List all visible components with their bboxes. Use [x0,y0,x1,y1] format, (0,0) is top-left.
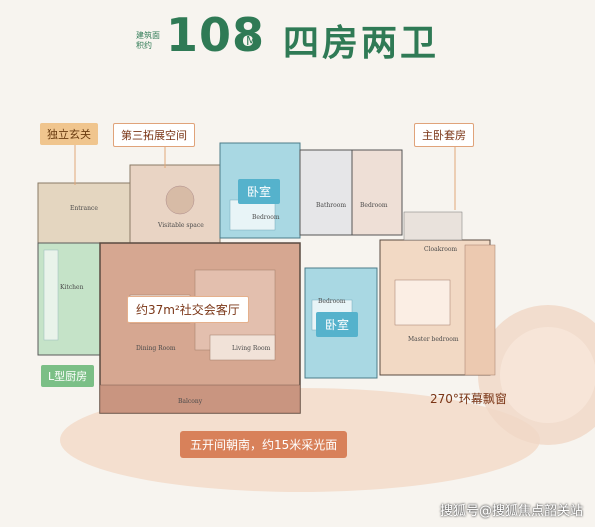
label-master: Master bedroom [408,336,459,343]
callout-south-facing: 五开间朝南，约15米采光面 [180,431,348,458]
label-living: Living Room [232,345,271,352]
label-visitable: Visitable space [158,222,204,229]
callout-social-hall: 约37m²社交会客厅 [127,296,249,323]
callout-entrance: 独立玄关 [40,123,98,145]
label-cloakroom: Cloakroom [424,246,458,253]
label-entrance: Entrance [70,205,98,212]
room-bathroom [299,149,353,236]
watermark: 搜狐号@搜狐焦点韶关站 [439,504,583,519]
callout-third-space: 第三拓展空间 [113,123,195,147]
label-dining: Dining Room [136,345,176,352]
label-kitchen: Kitchen [60,284,84,291]
callout-bedroom-1: 卧室 [238,179,281,204]
room-balcony [99,384,301,414]
label-bedroom-2: Bedroom [318,298,346,305]
label-bedroom-1: Bedroom [252,214,280,221]
callout-bay-window: 270°环幕飘窗 [430,392,507,406]
label-bathroom: Bathroom [316,202,347,209]
room-bedroom-small [351,149,403,236]
label-bedroom-small: Bedroom [360,202,388,209]
layout-title: 四房两卫 [283,23,440,64]
callout-bedroom-2: 卧室 [316,312,359,337]
area-value: 108 [166,8,266,62]
room-cloakroom [403,211,463,241]
callout-master-suite: 主卧套房 [414,123,474,147]
area-caption: 建筑面积约 [136,31,160,50]
area-unit: M² [246,34,262,48]
label-balcony: Balcony [178,398,203,405]
callout-kitchen: L型厨房 [41,365,95,387]
